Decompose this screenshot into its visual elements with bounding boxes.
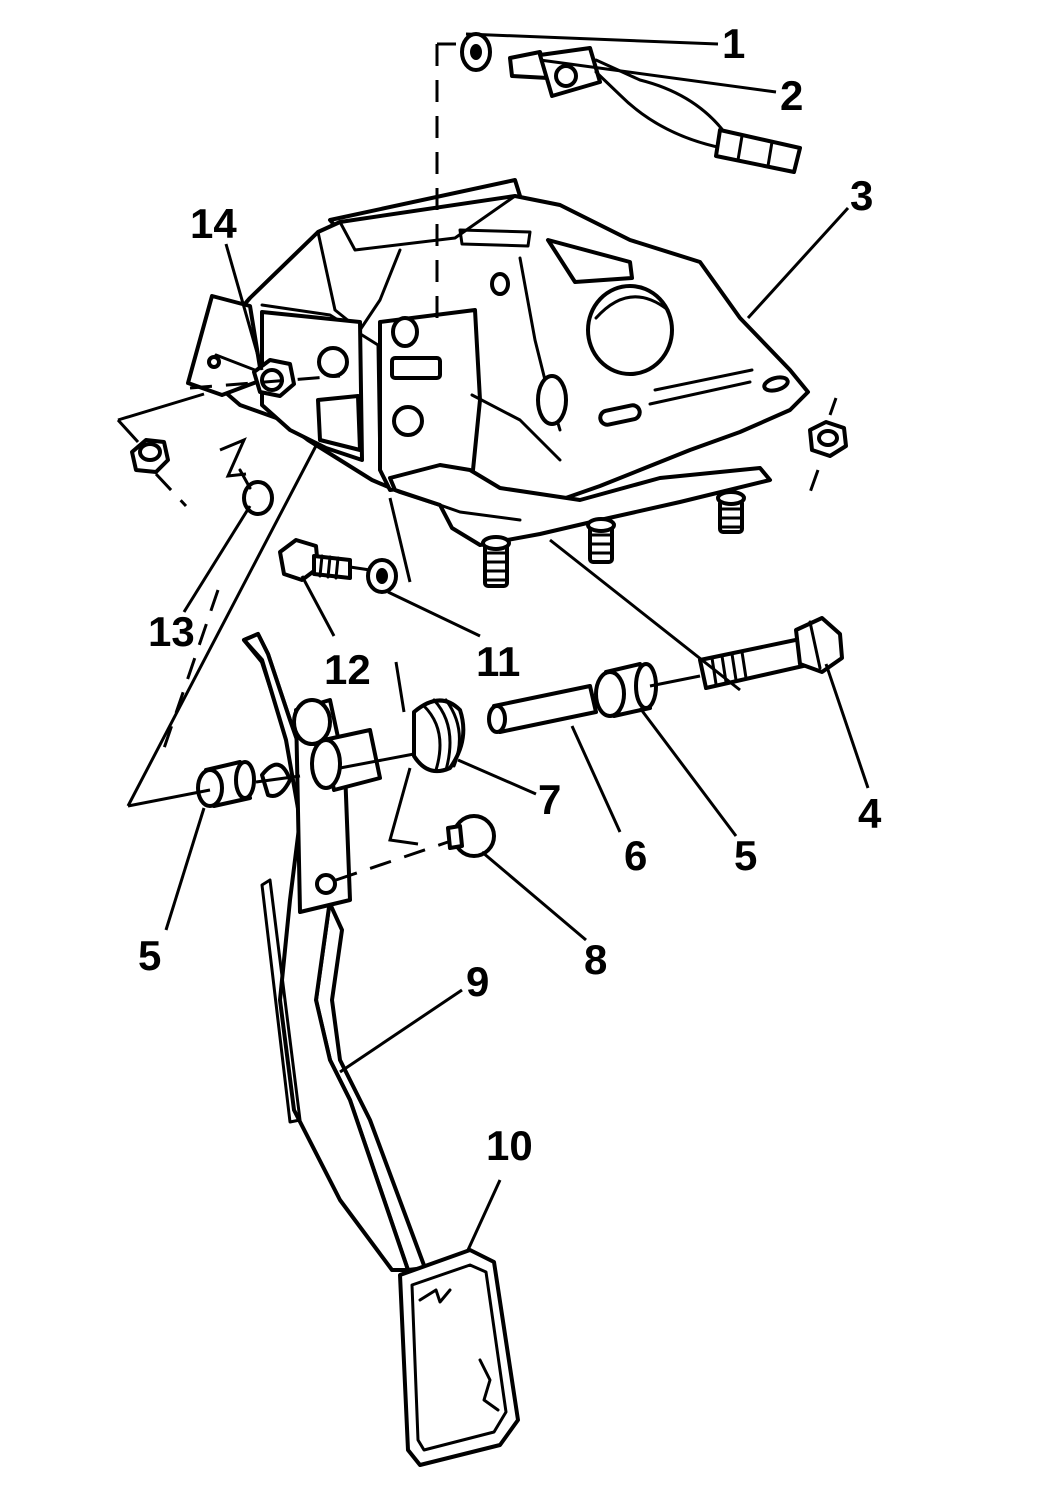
callout-8: 8 [584, 936, 607, 983]
nut-icon [130, 438, 170, 474]
bushing-icon [594, 662, 658, 718]
bolt-icon [278, 538, 352, 582]
nut-icon [808, 420, 848, 458]
brake-light-switch-clip-icon [460, 32, 492, 72]
assembly-line [349, 565, 371, 572]
bushing-icon [196, 760, 256, 808]
brake-pedal-arm-icon [242, 632, 427, 1272]
pedal-bracket-icon [186, 178, 810, 588]
callout-2: 2 [780, 72, 803, 119]
assembly-line [189, 374, 341, 390]
mounting-stud-icon [586, 517, 616, 564]
push-pin-icon [238, 468, 274, 516]
callout-12: 12 [324, 646, 371, 693]
stop-bumper-icon [446, 814, 496, 858]
callout-10: 10 [486, 1122, 533, 1169]
brake-light-switch-icon [508, 46, 802, 174]
callout-5-left: 5 [138, 932, 161, 979]
assembly-line [388, 497, 412, 583]
nut-icon [252, 358, 296, 398]
washer-icon [366, 558, 398, 594]
callout-4: 4 [858, 790, 882, 837]
callout-1: 1 [722, 20, 745, 67]
callout-5-right: 5 [734, 832, 757, 879]
assembly-line [388, 661, 419, 846]
assembly-line [335, 840, 449, 882]
assembly-line [127, 788, 211, 808]
return-spring-icon [412, 698, 466, 773]
callout-leaders [164, 32, 870, 1251]
callout-6: 6 [624, 832, 647, 879]
assembly-line [117, 392, 205, 422]
callout-11: 11 [476, 638, 520, 685]
mounting-stud-icon [481, 535, 511, 588]
callout-14: 14 [190, 200, 237, 247]
mounting-stud-icon [716, 490, 746, 534]
pivot-bolt-icon [698, 616, 844, 690]
callout-9: 9 [466, 958, 489, 1005]
pedal-pad-icon [398, 1248, 520, 1467]
assembly-line [219, 437, 247, 478]
assembly-line [255, 674, 701, 784]
callout-3: 3 [850, 172, 873, 219]
sleeve-icon [487, 684, 598, 734]
callout-13: 13 [148, 608, 195, 655]
assembly-line [158, 589, 220, 761]
callout-7: 7 [538, 776, 561, 823]
assembly-line [126, 441, 320, 807]
assembly-line [154, 472, 188, 508]
assembly-line [116, 418, 140, 444]
assembly-line [806, 397, 838, 499]
